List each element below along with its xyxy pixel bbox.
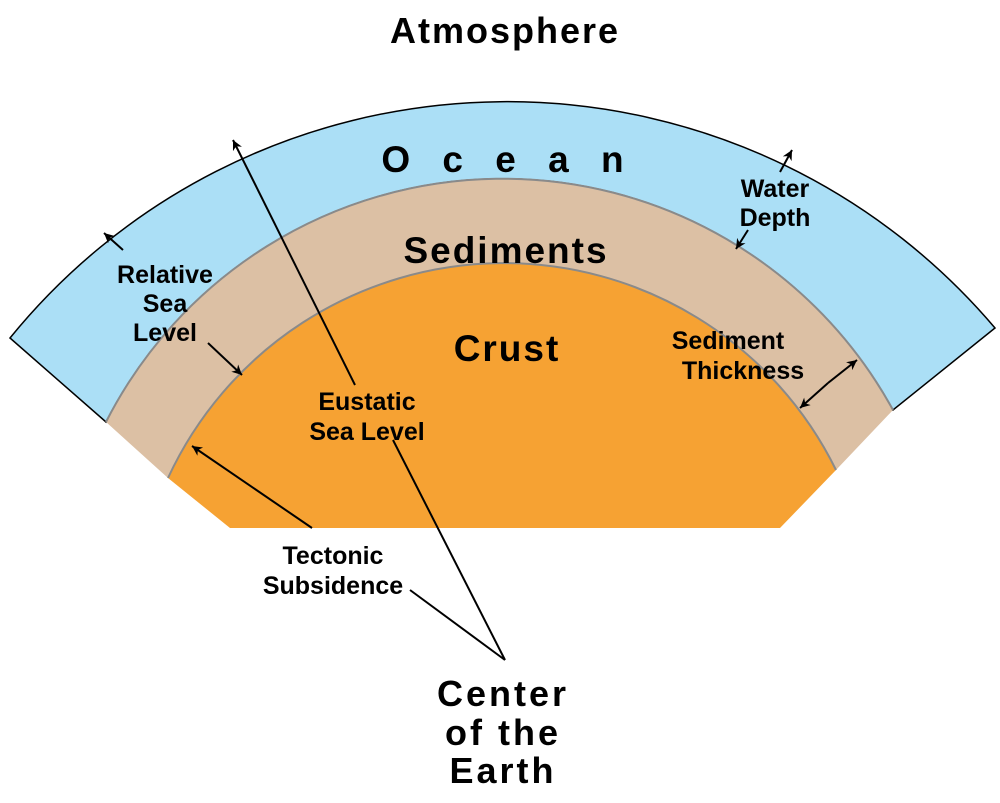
sediment-thickness-arrow-b [799,382,829,409]
crust-layer [168,263,836,528]
relative-sea-level-label-line2: Sea [143,290,189,318]
tectonic-subsidence-arrow [191,445,313,529]
center-of-earth-label-line3: Earth [449,750,556,791]
sediments-label: Sediments [403,230,608,271]
crust-label: Crust [454,328,561,369]
relative-sea-level-label-line3: Level [133,319,197,347]
tectonic-subsidence-label-line1: Tectonic [283,542,384,570]
sediment-thickness-arrow-a [827,359,858,384]
atmosphere-label: Atmosphere [390,10,620,51]
center-line-from-eustatic [392,439,506,661]
water-depth-label-line1: Water [741,175,810,203]
center-line-from-tectonic [409,589,506,661]
relative-sea-level-arrow-down [207,342,243,376]
center-of-earth-label-line2: of the [445,712,561,753]
sediment-thickness-label-line2: Thickness [682,357,804,385]
center-of-earth-label-line1: Center [437,673,569,714]
relative-sea-level-arrow-up [103,232,124,251]
ocean-label: O c e a n [381,139,634,180]
sediments-layer [106,178,893,478]
water-depth-label-line2: Depth [740,204,811,232]
water-depth-arrow-up [779,149,793,173]
tectonic-subsidence-label-line2: Subsidence [263,572,403,600]
relative-sea-level-label-line1: Relative [117,261,213,289]
eustatic-sea-level-arrow [232,139,356,386]
eustatic-sea-level-label-line2: Sea Level [309,418,424,446]
eustatic-sea-level-label-line1: Eustatic [318,388,415,416]
ocean-sediment-boundary [105,177,894,423]
sediment-thickness-label-line1: Sediment [672,327,785,355]
water-depth-arrow-down [735,229,749,250]
